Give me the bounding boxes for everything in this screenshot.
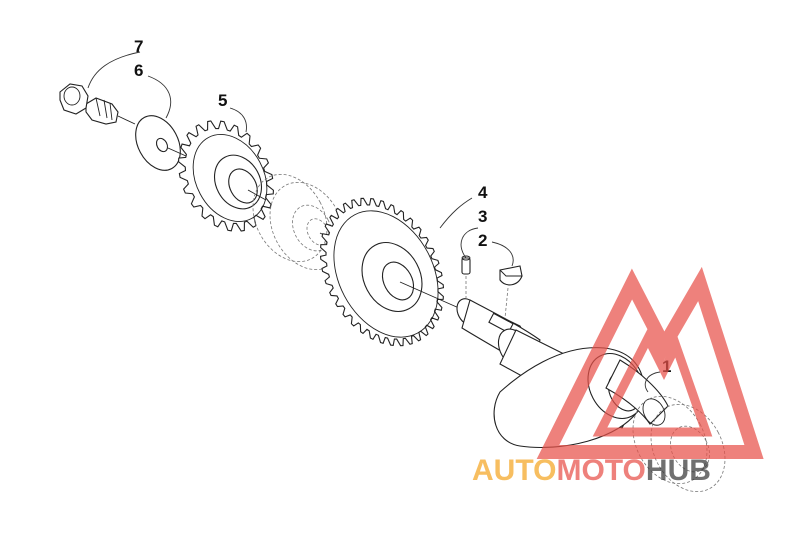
washer bbox=[135, 115, 187, 171]
woodruff-key bbox=[499, 265, 523, 319]
watermark-auto: AUTO bbox=[472, 454, 556, 487]
callout-6: 6 bbox=[134, 61, 143, 80]
callout-3: 3 bbox=[478, 207, 487, 226]
watermark-hub: HUB bbox=[646, 454, 711, 487]
automotohub-watermark: AUTOMOTOHUB bbox=[472, 266, 764, 487]
flange-bolt bbox=[59, 83, 136, 125]
leader-lines bbox=[87, 51, 661, 393]
callout-4: 4 bbox=[478, 183, 488, 202]
callout-7: 7 bbox=[134, 37, 143, 56]
svg-text:AUTOMOTOHUB: AUTOMOTOHUB bbox=[472, 454, 711, 487]
callout-2: 2 bbox=[478, 231, 487, 250]
crank-shaft bbox=[456, 298, 669, 449]
dowel-pin bbox=[461, 255, 471, 298]
small-gear bbox=[178, 120, 274, 232]
watermark-logo-icon bbox=[536, 266, 764, 459]
callout-5: 5 bbox=[218, 91, 227, 110]
watermark-moto: MOTO bbox=[556, 454, 645, 487]
large-gear bbox=[319, 197, 469, 347]
